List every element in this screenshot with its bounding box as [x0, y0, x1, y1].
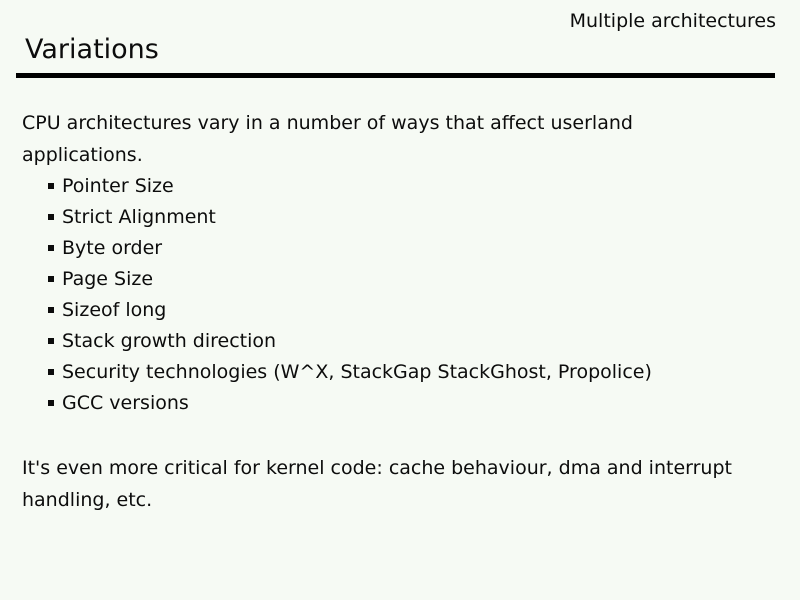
title-divider — [16, 73, 775, 78]
list-item: Sizeof long — [48, 295, 768, 326]
bullet-square-icon — [48, 276, 54, 282]
bullet-label: Byte order — [62, 237, 163, 259]
page-title: Variations — [25, 34, 159, 65]
bullet-label: Sizeof long — [62, 299, 167, 321]
list-item: GCC versions — [48, 388, 768, 419]
footer-paragraph: It's even more critical for kernel code:… — [22, 457, 732, 511]
list-item: Pointer Size — [48, 171, 768, 202]
list-item: Security technologies (W^X, StackGap Sta… — [48, 357, 768, 388]
bullet-square-icon — [48, 307, 54, 313]
bullet-square-icon — [48, 369, 54, 375]
slide-header-text: Multiple architectures — [569, 10, 776, 32]
list-item: Stack growth direction — [48, 326, 768, 357]
bullet-label: Security technologies (W^X, StackGap Sta… — [62, 361, 652, 383]
list-item: Byte order — [48, 233, 768, 264]
bullet-label: GCC versions — [62, 392, 189, 414]
bullet-square-icon — [48, 338, 54, 344]
bullet-square-icon — [48, 400, 54, 406]
bullet-label: Page Size — [62, 268, 154, 290]
intro-paragraph: CPU architectures vary in a number of wa… — [22, 112, 633, 166]
bullet-label: Strict Alignment — [62, 206, 216, 228]
bullet-label: Pointer Size — [62, 175, 174, 197]
bullet-square-icon — [48, 183, 54, 189]
bullet-square-icon — [48, 245, 54, 251]
list-item: Page Size — [48, 264, 768, 295]
bullet-square-icon — [48, 214, 54, 220]
list-item: Strict Alignment — [48, 202, 768, 233]
bullet-label: Stack growth direction — [62, 330, 277, 352]
